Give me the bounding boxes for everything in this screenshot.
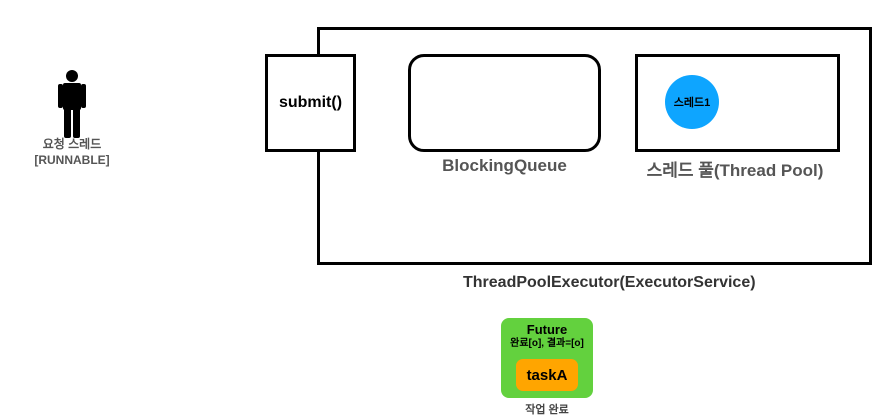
blocking-queue-label: BlockingQueue <box>442 156 567 175</box>
task-a-label: taskA <box>526 366 568 384</box>
person-icon <box>57 70 87 138</box>
future-box: Future 완료[o], 결과=[o] taskA <box>501 318 593 398</box>
thread-1-label: 스레드1 <box>673 97 711 109</box>
future-title: Future <box>526 322 568 337</box>
thread-1-circle: 스레드1 <box>665 75 719 129</box>
thread-pool-label: 스레드 풀(Thread Pool) <box>646 161 824 180</box>
task-a-box: taskA <box>516 359 578 391</box>
executor-label: ThreadPoolExecutor(ExecutorService) <box>463 274 756 291</box>
submit-box: submit() <box>265 54 356 152</box>
submit-label: submit() <box>278 94 343 111</box>
future-caption: 작업 완료 <box>525 404 569 416</box>
requesting-thread-label: 요청 스레드 [RUNNABLE] <box>34 137 110 167</box>
blocking-queue-box <box>408 54 601 152</box>
future-status: 완료[o], 결과=[o] <box>510 338 584 349</box>
